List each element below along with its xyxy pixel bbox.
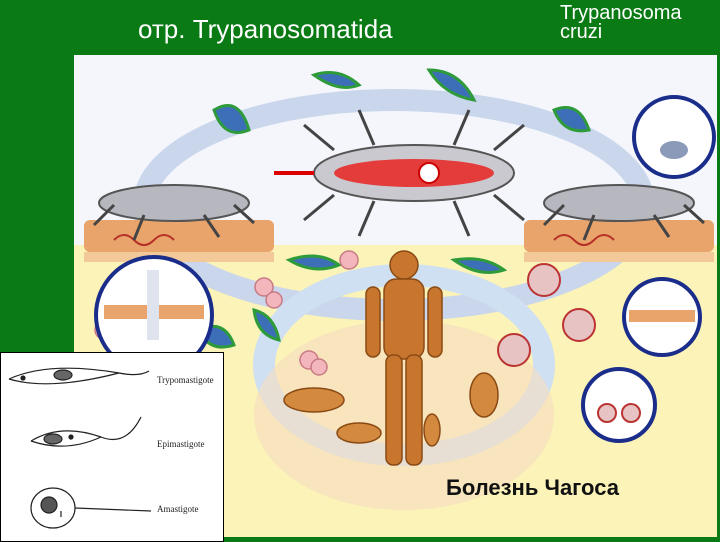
species-epithet: cruzi (560, 23, 682, 42)
amastigote-drawing (31, 488, 151, 528)
skin-block-left (84, 220, 274, 262)
epimastigote-drawing (31, 417, 141, 446)
epimastigote-label: Epimastigote (157, 439, 205, 449)
slide-title-species: Trypanosoma cruzi (560, 4, 682, 42)
skin-block-right (524, 220, 714, 262)
callout-top-right (634, 97, 714, 177)
disease-caption: Болезнь Чагоса (446, 475, 619, 501)
trypomastigote-drawing (9, 368, 149, 384)
amastigote-label: Amastigote (157, 504, 199, 514)
callout-right-low (583, 369, 655, 441)
morphology-inset: Trypomastigote Epimastigote Amastigote (0, 352, 224, 542)
trypomastigote-label: Trypomastigote (157, 375, 214, 385)
callout-right-mid (624, 279, 700, 355)
slide-title-order: отр. Trypanosomatida (138, 14, 393, 45)
